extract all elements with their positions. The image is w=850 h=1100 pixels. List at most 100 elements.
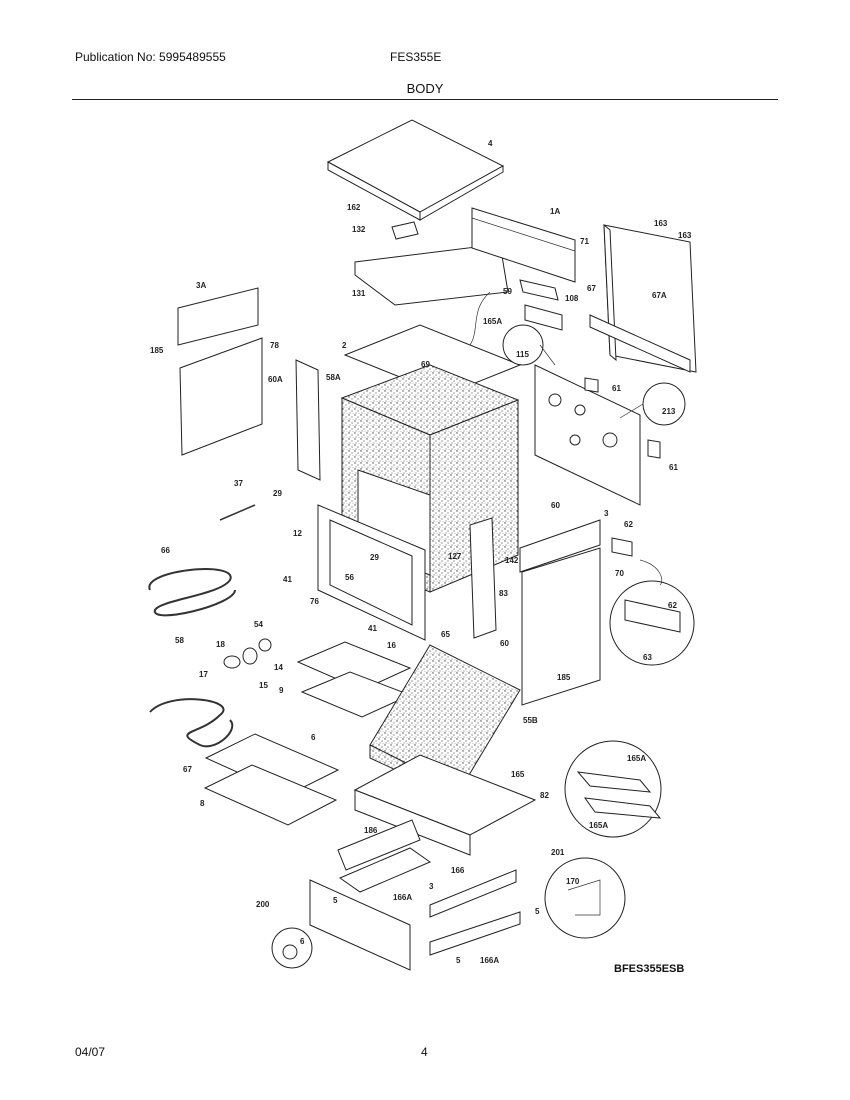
part-label: 82 <box>540 791 549 800</box>
part-label: 3 <box>429 882 434 891</box>
bottom-panel-166a <box>338 847 432 893</box>
part-label: 62 <box>624 520 633 529</box>
part-label: 66 <box>161 546 170 555</box>
part-label: 60 <box>500 639 509 648</box>
part-label: 61 <box>669 463 678 472</box>
rear-rail <box>471 207 576 283</box>
part-label: 76 <box>310 597 319 606</box>
part-label: 65 <box>441 630 450 639</box>
part-label: 29 <box>370 553 379 562</box>
oven-door-frame <box>317 504 426 641</box>
part-label: 67 <box>587 284 596 293</box>
part-label: 185 <box>557 673 571 682</box>
part-label: 69 <box>421 360 430 369</box>
part-label: 165A <box>589 821 608 830</box>
bracket-165a-top <box>524 304 563 331</box>
callout-5 <box>271 927 313 969</box>
part-label: 3 <box>604 509 609 518</box>
part-label: 83 <box>499 589 508 598</box>
part-label: 5 <box>333 896 338 905</box>
part-label: 201 <box>551 848 565 857</box>
part-label: 67A <box>652 291 667 300</box>
callout-165a <box>564 740 662 838</box>
bracket-108 <box>519 279 559 301</box>
bake-element <box>149 698 234 748</box>
bracket-61 <box>584 377 599 393</box>
model-number: FES355E <box>390 50 442 64</box>
part-label: 4 <box>488 139 493 148</box>
part-label: 165A <box>627 754 646 763</box>
plate-132 <box>391 221 419 240</box>
part-label: 163 <box>678 231 692 240</box>
part-label: 41 <box>283 575 292 584</box>
part-label: 70 <box>615 569 624 578</box>
diagram-code: BFES355ESB <box>614 963 684 975</box>
part-label: 9 <box>279 686 284 695</box>
part-label: 185 <box>150 346 164 355</box>
part-label: 63 <box>643 653 652 662</box>
insulation-strip <box>295 359 321 481</box>
part-label: 131 <box>352 289 366 298</box>
part-label: 163 <box>654 219 668 228</box>
part-label: 170 <box>566 877 580 886</box>
part-label: 5 <box>456 956 461 965</box>
rear-frame <box>534 364 641 506</box>
part-labels: 4 162 132 1A 163 163 71 131 108 67 67A 5… <box>150 139 692 965</box>
oven-racks <box>203 733 340 826</box>
upper-side-panel <box>177 287 259 346</box>
section-title: BODY <box>406 81 444 96</box>
part-label: 59 <box>503 287 512 296</box>
lower-side-panel <box>519 519 601 706</box>
callout-62-63 <box>609 559 695 666</box>
part-label: 166 <box>451 866 465 875</box>
part-label: 60 <box>551 501 560 510</box>
light-assembly <box>223 638 272 669</box>
part-label: 186 <box>364 826 378 835</box>
part-label: 12 <box>293 529 302 538</box>
part-label: 61 <box>612 384 621 393</box>
part-label: 108 <box>565 294 579 303</box>
part-label: 6 <box>300 937 305 946</box>
part-label: 58A <box>326 373 341 382</box>
part-label: 165A <box>483 317 502 326</box>
part-label: 213 <box>662 407 676 416</box>
panel-166 <box>429 869 517 918</box>
part-label: 1A <box>550 207 560 216</box>
header-rule <box>72 99 778 100</box>
broiler-pan <box>296 641 412 718</box>
part-label: 2 <box>342 341 347 350</box>
kick-panel-186 <box>337 819 421 871</box>
part-label: 54 <box>254 620 263 629</box>
publication-date: 04/07 <box>75 1045 106 1059</box>
part-label: 60A <box>268 375 283 384</box>
part-label: 67 <box>183 765 192 774</box>
left-side-panel <box>179 337 263 456</box>
part-label: 165 <box>511 770 525 779</box>
drawer-front <box>309 879 411 971</box>
back-panel <box>589 223 697 373</box>
top-panel <box>326 119 505 221</box>
panel-166a-lower <box>429 911 521 956</box>
callout-213 <box>619 382 686 426</box>
part-label: 55B <box>523 716 538 725</box>
part-label: 3A <box>196 281 206 290</box>
part-label: 58 <box>175 636 184 645</box>
part-label: 18 <box>216 640 225 649</box>
part-label: 16 <box>387 641 396 650</box>
part-label: 166A <box>393 893 412 902</box>
part-label: 78 <box>270 341 279 350</box>
wire-59 <box>469 291 491 346</box>
part-label: 8 <box>200 799 205 808</box>
part-label: 142 <box>505 556 519 565</box>
part-label: 127 <box>448 552 462 561</box>
part-label: 29 <box>273 489 282 498</box>
part-label: 6 <box>311 733 316 742</box>
publication-number: Publication No: 5995489555 <box>75 50 226 64</box>
part-label: 115 <box>516 350 529 359</box>
callout-115 <box>502 324 556 366</box>
part-label: 166A <box>480 956 499 965</box>
page-number: 4 <box>421 1045 428 1059</box>
part-label: 17 <box>199 670 208 679</box>
part-label: 15 <box>259 681 268 690</box>
